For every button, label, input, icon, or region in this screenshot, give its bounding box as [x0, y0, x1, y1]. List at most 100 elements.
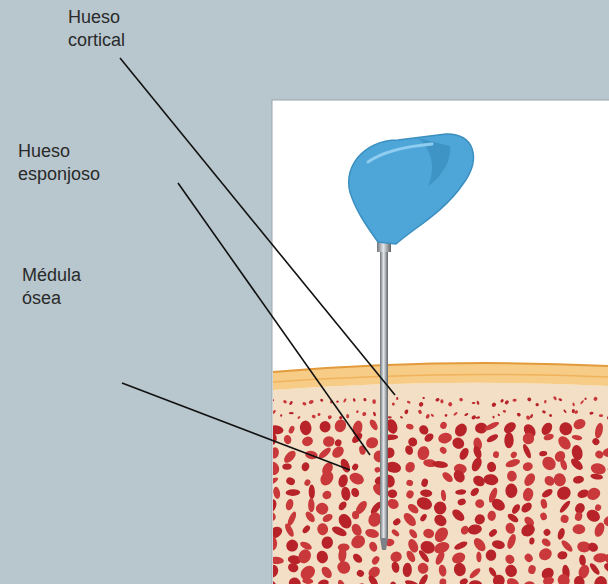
marrow-blob — [400, 416, 404, 419]
marrow-blob — [408, 528, 419, 540]
marrow-blob — [572, 402, 575, 406]
marrow-blob — [522, 471, 537, 488]
marrow-blob — [459, 397, 464, 402]
marrow-blob — [522, 580, 536, 584]
marrow-blob — [430, 413, 434, 417]
marrow-blob — [522, 432, 536, 446]
marrow-blob — [491, 402, 497, 408]
marrow-blob — [315, 549, 329, 564]
handle-highlight — [368, 144, 432, 162]
leader-line — [120, 58, 395, 395]
marrow-blob — [265, 510, 277, 522]
marrow-blob — [573, 575, 586, 584]
marrow-blob — [537, 546, 554, 562]
marrow-blob — [272, 410, 276, 415]
marrow-blob — [264, 498, 278, 515]
marrow-blob — [440, 489, 447, 501]
marrow-blob — [416, 561, 430, 575]
marrow-blob — [469, 486, 481, 498]
marrow-blob — [336, 579, 347, 584]
marrow-blob — [483, 420, 500, 432]
marrow-blob — [270, 447, 280, 460]
leader-line — [122, 383, 350, 470]
marrow-blob — [282, 449, 298, 465]
marrow-blob — [417, 573, 429, 584]
marrow-blob — [301, 435, 314, 447]
marrow-blob — [497, 413, 500, 416]
marrow-blob — [283, 522, 295, 538]
marrow-blob — [434, 501, 447, 514]
marrow-blob — [350, 522, 364, 537]
illustration-panel — [272, 100, 609, 584]
marrow-blob — [265, 535, 278, 551]
marrow-blob — [503, 553, 516, 566]
marrow-blob — [453, 562, 467, 578]
marrow-blob — [556, 434, 573, 452]
marrow-blob — [287, 562, 299, 573]
marrow-blob — [560, 539, 575, 554]
marrow-blob — [559, 458, 568, 471]
marrow-blob — [285, 538, 300, 553]
marrow-blob — [504, 400, 510, 406]
marrow-blob — [372, 399, 376, 404]
marrow-blob — [340, 486, 351, 501]
marrow-blob — [602, 447, 609, 458]
marrow-blob — [606, 415, 609, 421]
marrow-blob — [309, 485, 315, 500]
marrow-blob — [558, 421, 573, 436]
marrow-blob — [602, 561, 609, 575]
marrow-blob — [527, 397, 532, 402]
marrow-blob — [554, 484, 573, 503]
marrow-blob — [599, 414, 603, 417]
marrow-blob — [354, 582, 366, 584]
marrow-blob — [470, 456, 484, 473]
marrow-blob — [302, 401, 307, 405]
marrow-blob — [542, 576, 555, 584]
marrow-blob — [468, 580, 482, 584]
marrow-blob — [318, 469, 336, 488]
skin-layer — [273, 363, 608, 390]
marrow-blob — [604, 552, 609, 565]
spongy-bone-texture — [263, 396, 609, 584]
marrow-blob — [571, 434, 582, 441]
marrow-blob — [435, 397, 440, 401]
marrow-blob — [321, 512, 334, 524]
marrow-blob — [485, 549, 498, 562]
marrow-blob — [488, 528, 499, 538]
marrow-blob — [337, 500, 348, 512]
marrow-blob — [419, 513, 428, 523]
marrow-blob — [527, 564, 536, 575]
marrow-blob — [432, 460, 448, 468]
marrow-blob — [529, 414, 533, 419]
marrow-blob — [574, 511, 583, 522]
marrow-blob — [541, 487, 554, 499]
marrow-blob — [404, 460, 417, 474]
marrow-blob — [263, 476, 279, 488]
marrow-blob — [322, 435, 336, 449]
marrow-blob — [371, 555, 381, 566]
marrow-blob — [606, 579, 609, 584]
needle-tip — [380, 538, 388, 550]
marrow-blob — [516, 412, 521, 417]
marrow-blob — [540, 454, 559, 473]
marrow-blob — [486, 461, 497, 473]
marrow-blob — [439, 421, 448, 430]
marrow-blob — [339, 457, 352, 473]
marrow-blob — [362, 412, 367, 417]
marrow-blob — [417, 549, 430, 564]
marrow-blob — [506, 512, 520, 524]
marrow-blob — [285, 489, 300, 496]
marrow-blob — [490, 496, 508, 513]
marrow-blob — [500, 398, 505, 403]
marrow-blob — [405, 423, 414, 430]
marrow-blob — [441, 470, 455, 484]
marrow-blob — [502, 410, 506, 413]
marrow-blob — [557, 550, 568, 560]
marrow-blob — [492, 416, 495, 419]
marrow-blob — [440, 399, 443, 403]
marrow-blob — [311, 414, 316, 419]
marrow-blob — [473, 512, 487, 526]
marrow-blob — [317, 523, 329, 536]
marrow-blob — [417, 409, 422, 415]
